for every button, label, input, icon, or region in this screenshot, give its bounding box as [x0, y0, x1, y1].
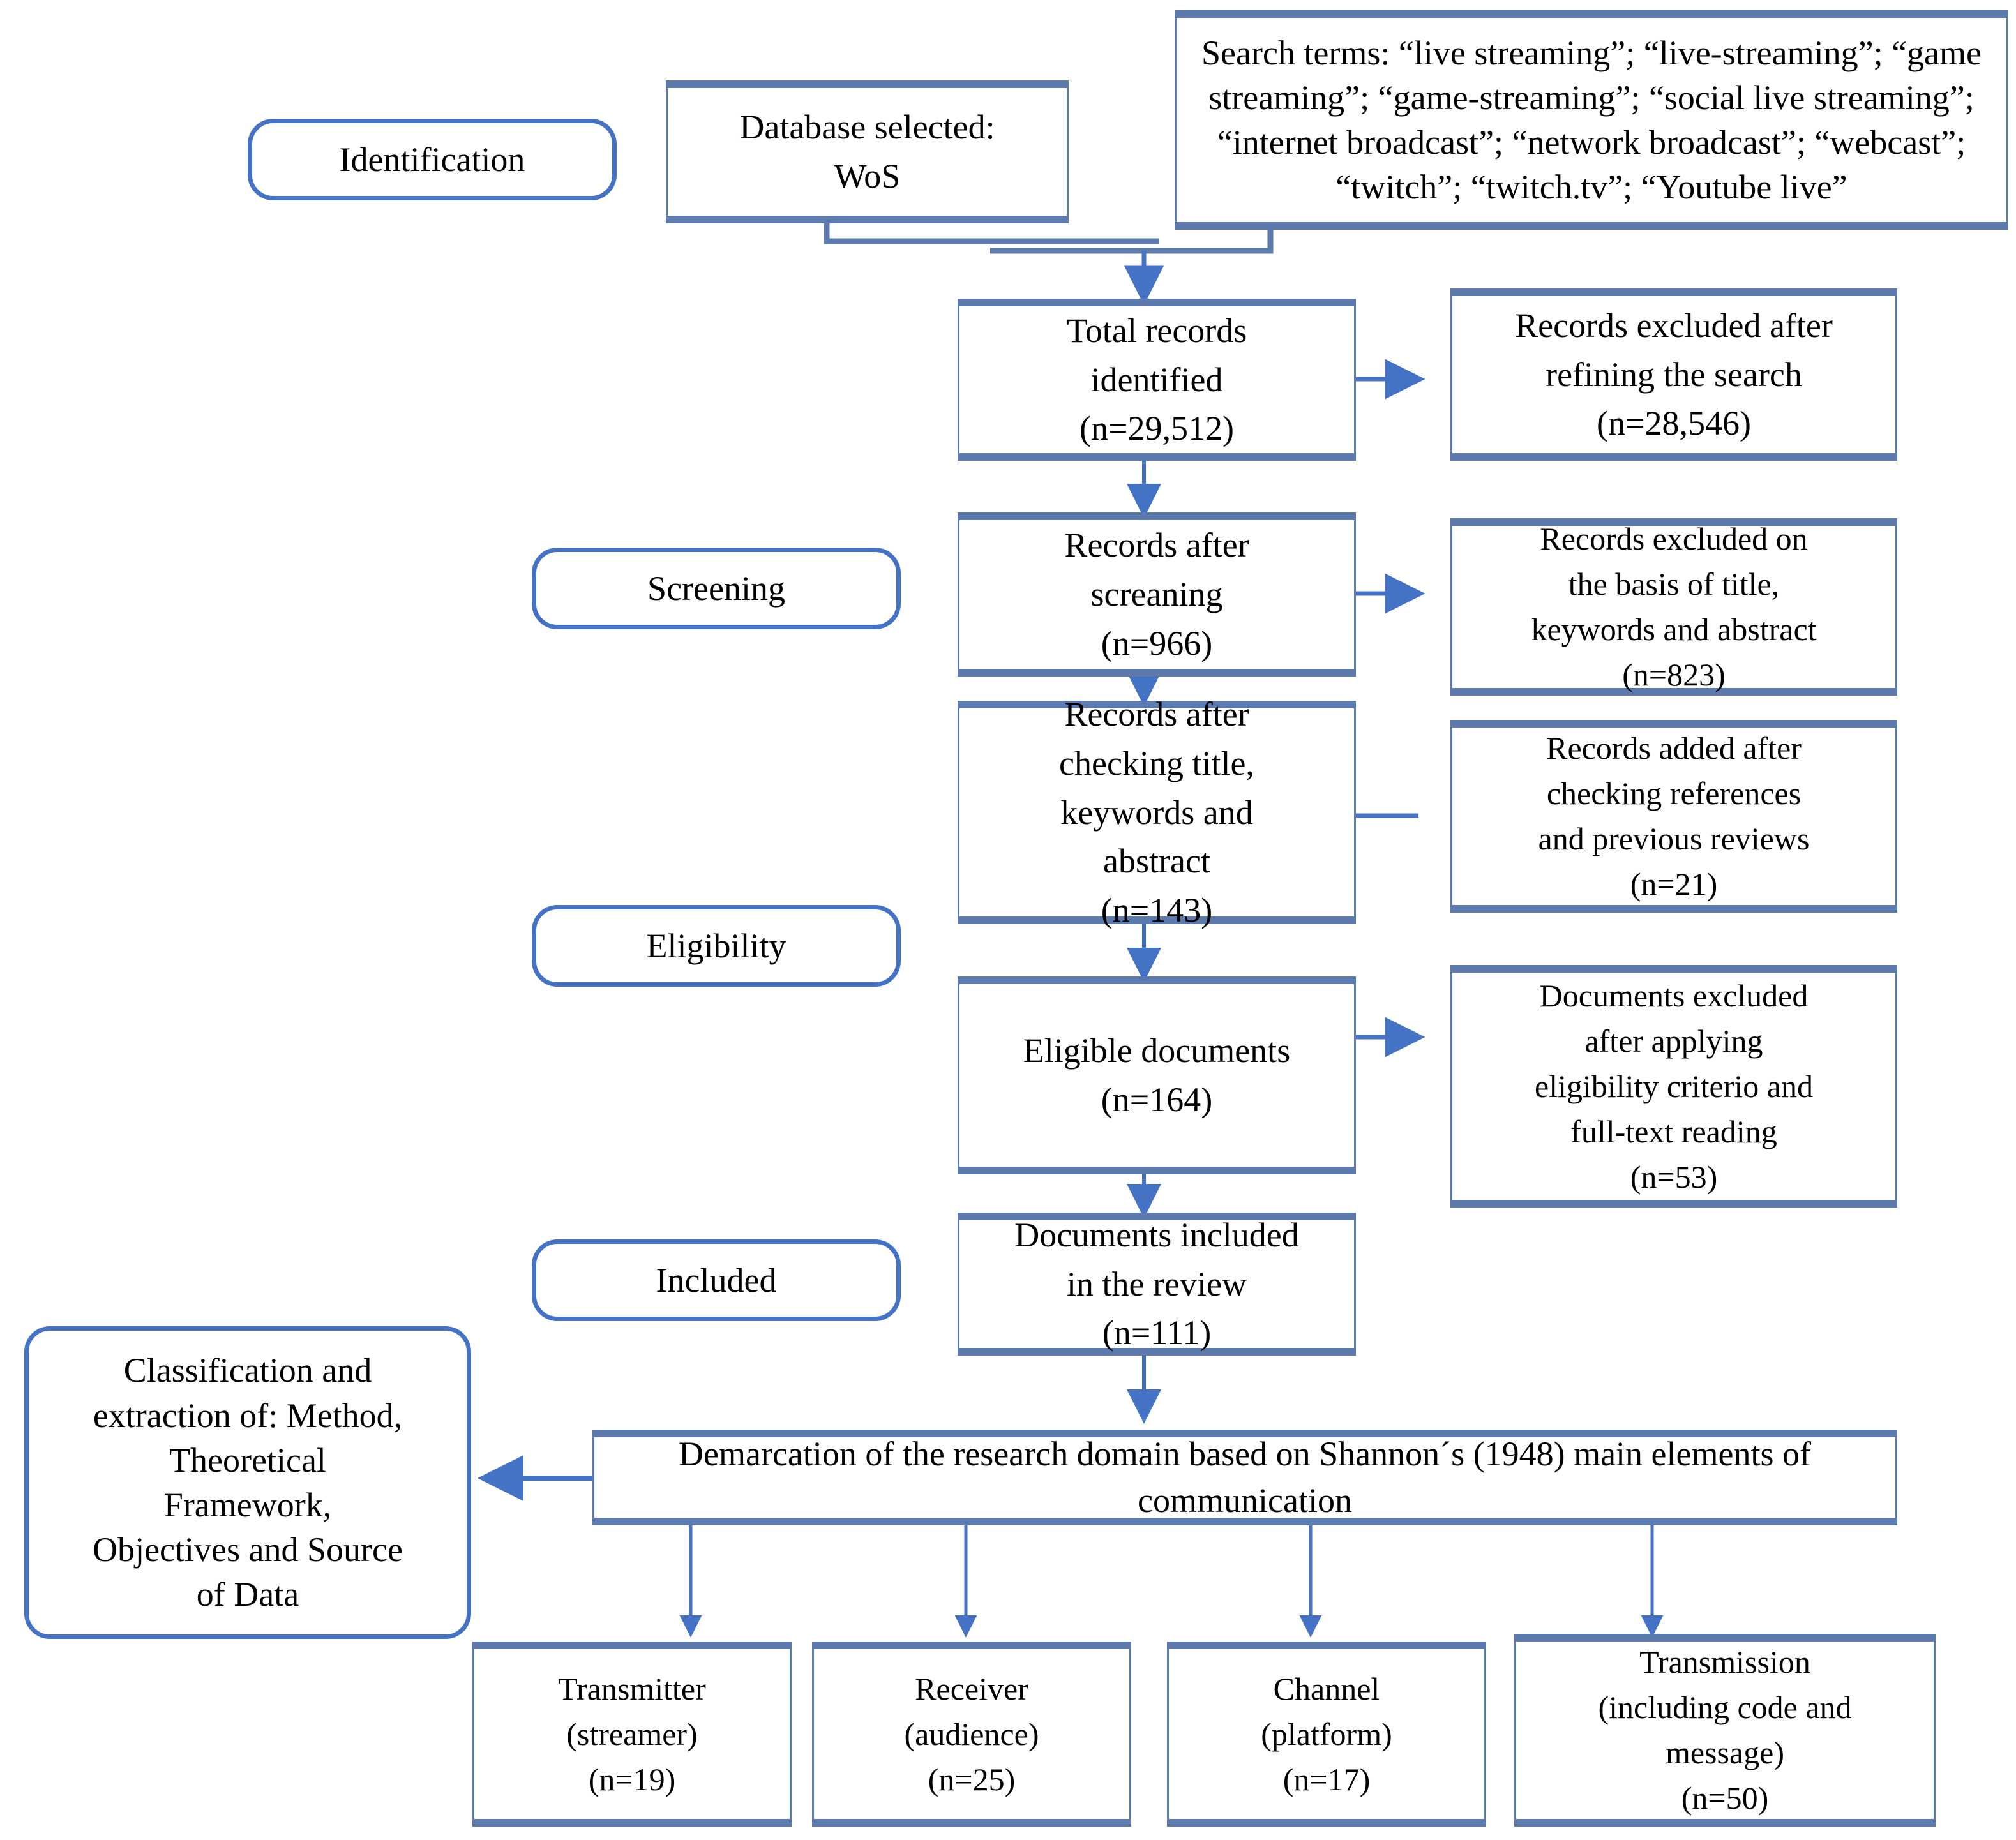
shannon-branch-arrows — [679, 1525, 1664, 1638]
stage-label-screening-text: Screening — [647, 569, 785, 608]
node-search-terms-text: Search terms: “live streaming”; “live-st… — [1201, 33, 1982, 207]
stage-label-included-text: Included — [656, 1260, 777, 1299]
node-shannon-channel: Channel(platform)(n=17) — [1167, 1642, 1486, 1827]
node-search-terms: Search terms: “live streaming”; “live-st… — [1175, 10, 2008, 230]
stage-label-eligibility: Eligibility — [532, 905, 901, 987]
node-eligible-documents-text: Eligible documents(n=164) — [1023, 1031, 1291, 1119]
stage-label-eligibility-text: Eligibility — [646, 926, 786, 965]
node-shannon-receiver: Receiver(audience)(n=25) — [812, 1642, 1131, 1827]
node-eligible-documents: Eligible documents(n=164) — [958, 976, 1356, 1174]
node-shannon-receiver-text: Receiver(audience)(n=25) — [904, 1670, 1039, 1797]
stage-label-identification-text: Identification — [339, 140, 525, 179]
node-shannon-transmitter: Transmitter(streamer)(n=19) — [472, 1642, 792, 1827]
node-database-selected: Database selected:WoS — [666, 80, 1069, 223]
stage-label-screening: Screening — [532, 548, 901, 629]
node-shannon-channel-text: Channel(platform)(n=17) — [1261, 1670, 1392, 1797]
node-shannon-transmitter-text: Transmitter(streamer)(n=19) — [558, 1670, 706, 1797]
node-demarcation: Demarcation of the research domain based… — [592, 1430, 1897, 1525]
stage-label-included: Included — [532, 1239, 901, 1321]
node-database-selected-text: Database selected:WoS — [739, 108, 995, 195]
stage-label-identification: Identification — [248, 119, 617, 200]
node-demarcation-text: Demarcation of the research domain based… — [679, 1435, 1811, 1520]
